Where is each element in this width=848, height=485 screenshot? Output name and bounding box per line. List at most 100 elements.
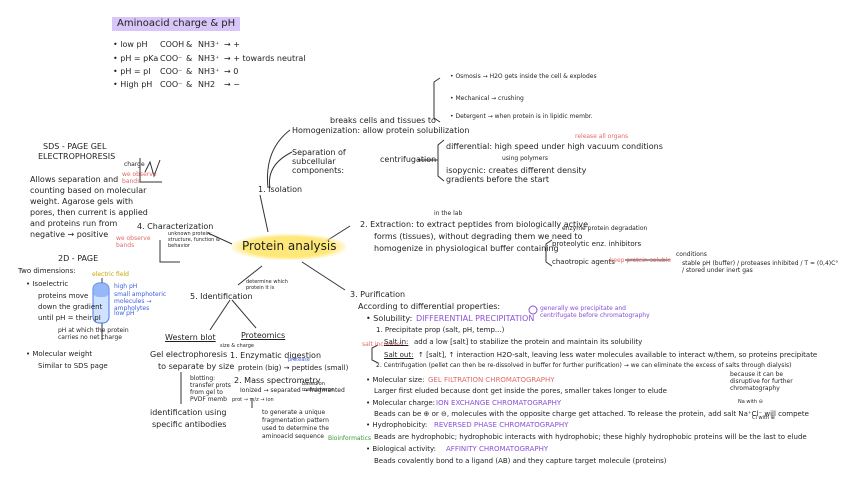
proteomics-mz-note: prot → m/z → ion bbox=[232, 397, 274, 403]
purification-molecular-size: • Molecular size: bbox=[366, 376, 425, 384]
ph-rule-3-carboxyl: COO⁻ bbox=[160, 67, 183, 76]
ph-rule-1-amp: & bbox=[186, 40, 193, 49]
salt-out-label: Salt out: bbox=[384, 351, 414, 359]
purification-gel-desc: Larger first eluded because dont get ins… bbox=[374, 387, 667, 395]
two-d-page-title: 2D - PAGE bbox=[58, 254, 99, 263]
lysis-osmosis: • Osmosis → H2O gets inside the cell & e… bbox=[450, 73, 597, 80]
ph-rule-4-amino: NH2 bbox=[198, 80, 216, 89]
western-blot-step-3: identification using bbox=[150, 408, 227, 417]
ph-rule-3-condition: • pH = pI bbox=[113, 67, 151, 76]
proteomics-protease-note: protease bbox=[288, 357, 310, 363]
ph-rule-3-amino: NH3⁺ bbox=[198, 67, 220, 76]
purification-precipitation: DIFFERENTIAL PRECIPITATION bbox=[416, 314, 535, 323]
proteomics-step-2-detail: Ionized → separated → fragmented bbox=[240, 387, 345, 394]
two-dimensions-label: Two dimensions: bbox=[18, 267, 76, 275]
ph-rule-1-condition: • low pH bbox=[113, 40, 148, 49]
isopycnic-polymers: using polymers bbox=[502, 155, 548, 162]
western-blot-step-2: to separate by size bbox=[158, 362, 235, 371]
purification-ion-note-1: Na with ⊖ bbox=[738, 399, 763, 405]
purification-precip-prop: 1. Precipitate prop (salt, pH, temp...) bbox=[376, 326, 505, 334]
purification-biological-activity: • Biological activity: bbox=[366, 445, 436, 453]
proteomics-bioinformatics: Bioinformatics bbox=[328, 435, 372, 442]
purification-ion-desc: Beads can be ⊕ or ⊖, molecules with the … bbox=[374, 410, 809, 418]
western-blot-step-4: specific antibodies bbox=[152, 420, 227, 429]
proteomics-mass-note: based on mass/charge bbox=[302, 381, 335, 393]
ph-rule-4-charge: → − bbox=[224, 80, 240, 89]
salt-in-label: Salt in: bbox=[384, 338, 409, 346]
isoelectric-desc-1: proteins move bbox=[38, 292, 89, 300]
purification-salt-increases: salt increases bbox=[362, 341, 404, 348]
western-blot-step-1: Gel electrophoresis bbox=[150, 350, 228, 359]
sds-desc-6: negative → positive bbox=[30, 230, 109, 239]
purification-molecular-charge: • Molecular charge: bbox=[366, 399, 435, 407]
identification-label: 5. Identification bbox=[190, 292, 253, 301]
purification-gel-filtration: GEL FILTRATION CHROMATOGRAPHY bbox=[428, 376, 555, 384]
ph-rule-3-amp: & bbox=[186, 67, 193, 76]
sds-desc-2: counting based on molecular bbox=[30, 186, 147, 195]
ph-rule-2-charge: → + towards neutral bbox=[224, 54, 306, 63]
differential-note: release all organs bbox=[575, 133, 629, 140]
purification-dialysis-note: because it can be disruptive for further… bbox=[730, 371, 793, 392]
proteomics-title: Proteomics bbox=[241, 331, 286, 340]
ph-rule-1-amino: NH3⁺ bbox=[198, 40, 220, 49]
ph-rule-2-amp: & bbox=[186, 54, 193, 63]
salt-out-desc: ↑ [salt], ↑ interaction H2O-salt, leavin… bbox=[418, 351, 818, 359]
sds-title-1: SDS - PAGE GEL bbox=[43, 142, 107, 151]
purification-reversed-desc: Beads are hydrophobic; hydrophobic inter… bbox=[374, 433, 807, 441]
extraction-result: stable pH (buffer) / proteases inhibited… bbox=[682, 260, 839, 274]
ph-rule-2-carboxyl: COO⁻ bbox=[160, 54, 183, 63]
purification-subtitle: According to differential properties: bbox=[358, 302, 501, 311]
purification-label: 3. Purification bbox=[350, 290, 406, 299]
low-ph-label: low pH bbox=[114, 310, 135, 317]
sds-note: we observe bands bbox=[122, 171, 157, 185]
isolation-breaks: breaks cells and tissues to bbox=[330, 116, 436, 125]
proteomics-step-1-detail: protein (big) → peptides (small) bbox=[238, 364, 349, 372]
molecular-weight-desc: Similar to SDS page bbox=[38, 362, 108, 370]
pi-note: pH at which the protein carries no net c… bbox=[58, 327, 129, 341]
extraction-chaotropic-note: keep protein soluble bbox=[610, 257, 672, 264]
characterization-note: unknown protein; structure, function & b… bbox=[168, 231, 220, 249]
proteomics-step-3-line-3: used to determine the bbox=[262, 425, 329, 432]
purification-affinity-desc: Beads covalently bond to a ligand (AB) a… bbox=[374, 457, 667, 465]
high-ph-label: high pH bbox=[114, 283, 138, 290]
proteomics-step-3-line-1: to generate a unique bbox=[262, 409, 326, 416]
isolation-differential: differential: high speed under high vacu… bbox=[446, 142, 663, 151]
lysis-detergent: • Detergent → when protein is in lipidic… bbox=[450, 113, 593, 120]
ampholytes-label: small amphoteric molecules → ampholytes bbox=[114, 291, 167, 312]
extraction-note: in the lab bbox=[434, 210, 463, 217]
isolation-centrifugation: centrifugation bbox=[380, 155, 437, 164]
molecular-weight-label: • Molecular weight bbox=[26, 350, 93, 358]
extraction-chaotropic: chaotropic agents bbox=[552, 258, 615, 266]
sds-desc-1: Allows separation and bbox=[30, 175, 119, 184]
isolation-separation: Separation of subcellular components: bbox=[292, 148, 346, 176]
purification-step-2: 2. Centrifugation (pellet can then be re… bbox=[376, 362, 792, 369]
purification-hydrophobicity: • Hydrophobicity: bbox=[366, 421, 428, 429]
ph-rule-1-charge: → + bbox=[224, 40, 240, 49]
western-blot-blotting-note: blotting: transfer prots from gel to PVD… bbox=[190, 375, 231, 403]
isolation-isopycnic: isopycnic: creates different density gra… bbox=[446, 166, 587, 185]
proteomics-step-1: 1. Enzymatic digestion bbox=[230, 351, 322, 360]
purification-reversed-phase: REVERSED PHASE CHROMATOGRAPHY bbox=[434, 421, 569, 429]
extraction-conditions: conditions bbox=[676, 251, 707, 258]
western-blot-title: Western blot bbox=[165, 333, 216, 342]
sds-title-2: ELECTROPHORESIS bbox=[38, 152, 116, 161]
isoelectric-desc-3: until pH = their pI bbox=[38, 314, 101, 322]
sds-desc-5: and proteins run from bbox=[30, 219, 118, 228]
ph-rule-4-carboxyl: COO⁻ bbox=[160, 80, 183, 89]
ph-rule-4-amp: & bbox=[186, 80, 193, 89]
isoelectric-desc-2: down the gradient bbox=[38, 303, 103, 311]
sds-graph-label: charge bbox=[124, 161, 145, 168]
purification-ion-note-2: Cl with ⊕ bbox=[752, 415, 775, 421]
sds-desc-3: weight. Agarose gels with bbox=[30, 197, 134, 206]
purification-affinity: AFFINITY CHROMATOGRAPHY bbox=[446, 445, 549, 453]
central-topic: Protein analysis bbox=[232, 234, 347, 260]
salt-in-desc: add a low [salt] to stabilize the protei… bbox=[414, 338, 643, 346]
ph-rule-4-condition: • High pH bbox=[113, 80, 153, 89]
proteomics-step-3-line-4: aminoacid sequence bbox=[262, 433, 324, 440]
western-blot-size-note: size & charge bbox=[220, 343, 254, 349]
extraction-enzyme-note: enzyme protein degradation bbox=[562, 225, 648, 232]
ph-rule-3-charge: → 0 bbox=[224, 67, 239, 76]
purification-ion-exchange: ION EXCHANGE CHROMATOGRAPHY bbox=[436, 399, 562, 407]
page-title: Aminoacid charge & pH bbox=[112, 17, 241, 31]
lysis-mechanical: • Mechanical → crushing bbox=[450, 95, 524, 102]
